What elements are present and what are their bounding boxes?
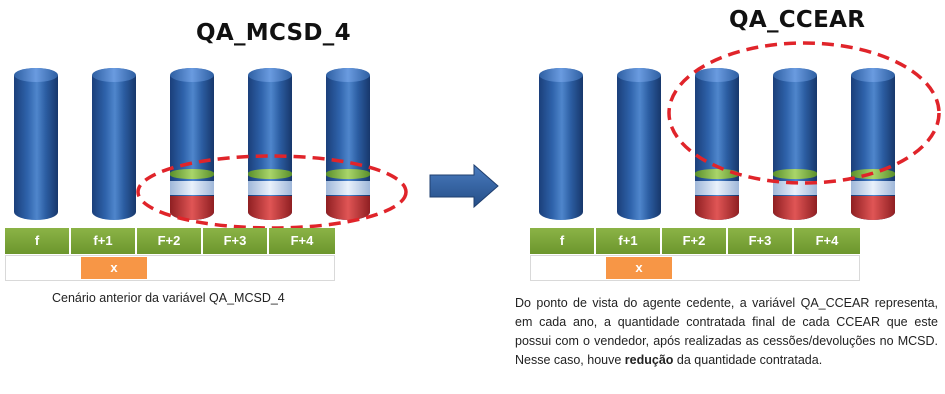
green-band [326,169,370,179]
light-band [248,181,292,195]
green-band [773,169,817,179]
green-band [695,169,739,179]
marker-cell-x: x [606,257,672,279]
panel-qa-ccear: QA_CCEAR f f+1 F+2 F+3 F+4 x Do ponto de… [505,0,945,394]
caption-right: Do ponto de vista do agente cedente, a v… [515,294,938,370]
cylinder-f3 [773,68,817,220]
cylinder-f4 [851,68,895,220]
red-band [326,196,370,220]
cylinder-f3 [248,68,292,220]
year-cell-f3: F+3 [728,228,794,254]
green-band [248,169,292,179]
cylinder-f2 [695,68,739,220]
red-band [851,196,895,220]
caption-right-bold: redução [624,353,674,367]
highlight-ellipse-right [667,41,941,185]
red-band [695,196,739,220]
cylinder-f [14,68,58,220]
year-cell-f: f [530,228,596,254]
light-band [851,181,895,195]
light-band [326,181,370,195]
marker-cell-x: x [81,257,147,279]
title-qa-ccear: QA_CCEAR [729,7,866,33]
year-row-left: f f+1 F+2 F+3 F+4 [5,228,335,254]
year-cell-f1: f+1 [596,228,662,254]
right-arrow-icon [429,163,499,209]
caption-right-text-2: da quantidade contratada. [673,353,823,367]
year-cell-f1: f+1 [71,228,137,254]
caption-right-text-1: Do ponto de vista do agente cedente, a v… [515,296,938,367]
red-band [773,196,817,220]
year-row-right: f f+1 F+2 F+3 F+4 [530,228,860,254]
light-band [695,181,739,195]
cylinder-f4 [326,68,370,220]
cylinder-f [539,68,583,220]
year-cell-f3: F+3 [203,228,269,254]
cylinder-f1 [617,68,661,220]
cylinder-f2 [170,68,214,220]
year-cell-f4: F+4 [794,228,860,254]
cylinder-f1 [92,68,136,220]
light-band [170,181,214,195]
panel-qa-mcsd-4: QA_MCSD_4 f f+1 F+2 F+3 F+4 x Cenário an… [0,0,420,394]
marker-row-left: x [5,255,335,281]
year-cell-f2: F+2 [137,228,203,254]
title-qa-mcsd-4: QA_MCSD_4 [196,20,351,46]
caption-left: Cenário anterior da variável QA_MCSD_4 [52,291,285,305]
year-cell-f: f [5,228,71,254]
red-band [170,196,214,220]
highlight-ellipse-left [136,154,408,230]
year-cell-f2: F+2 [662,228,728,254]
marker-row-right: x [530,255,860,281]
red-band [248,196,292,220]
year-cell-f4: F+4 [269,228,335,254]
green-band [170,169,214,179]
